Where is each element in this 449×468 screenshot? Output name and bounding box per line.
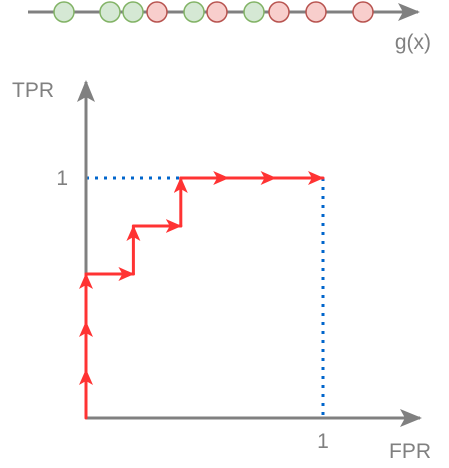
x-tick-label: 1 bbox=[317, 430, 329, 453]
negative-sample-point bbox=[305, 1, 327, 23]
y-axis-label: TPR bbox=[12, 79, 54, 102]
negative-sample-point bbox=[268, 1, 290, 23]
positive-sample-point bbox=[243, 1, 265, 23]
x-axis-label: FPR bbox=[389, 440, 431, 463]
negative-sample-point bbox=[146, 1, 168, 23]
score-points bbox=[53, 1, 374, 23]
negative-sample-point bbox=[352, 1, 374, 23]
roc-curve bbox=[79, 171, 325, 420]
y-tick-label: 1 bbox=[56, 167, 68, 190]
roc-plot: TPR FPR 1 1 bbox=[12, 79, 431, 463]
score-axis-label: g(x) bbox=[395, 31, 431, 54]
score-axis: g(x) bbox=[28, 1, 431, 54]
positive-sample-point bbox=[183, 1, 205, 23]
positive-sample-point bbox=[99, 1, 121, 23]
positive-sample-point bbox=[122, 1, 144, 23]
negative-sample-point bbox=[206, 1, 228, 23]
positive-sample-point bbox=[53, 1, 75, 23]
